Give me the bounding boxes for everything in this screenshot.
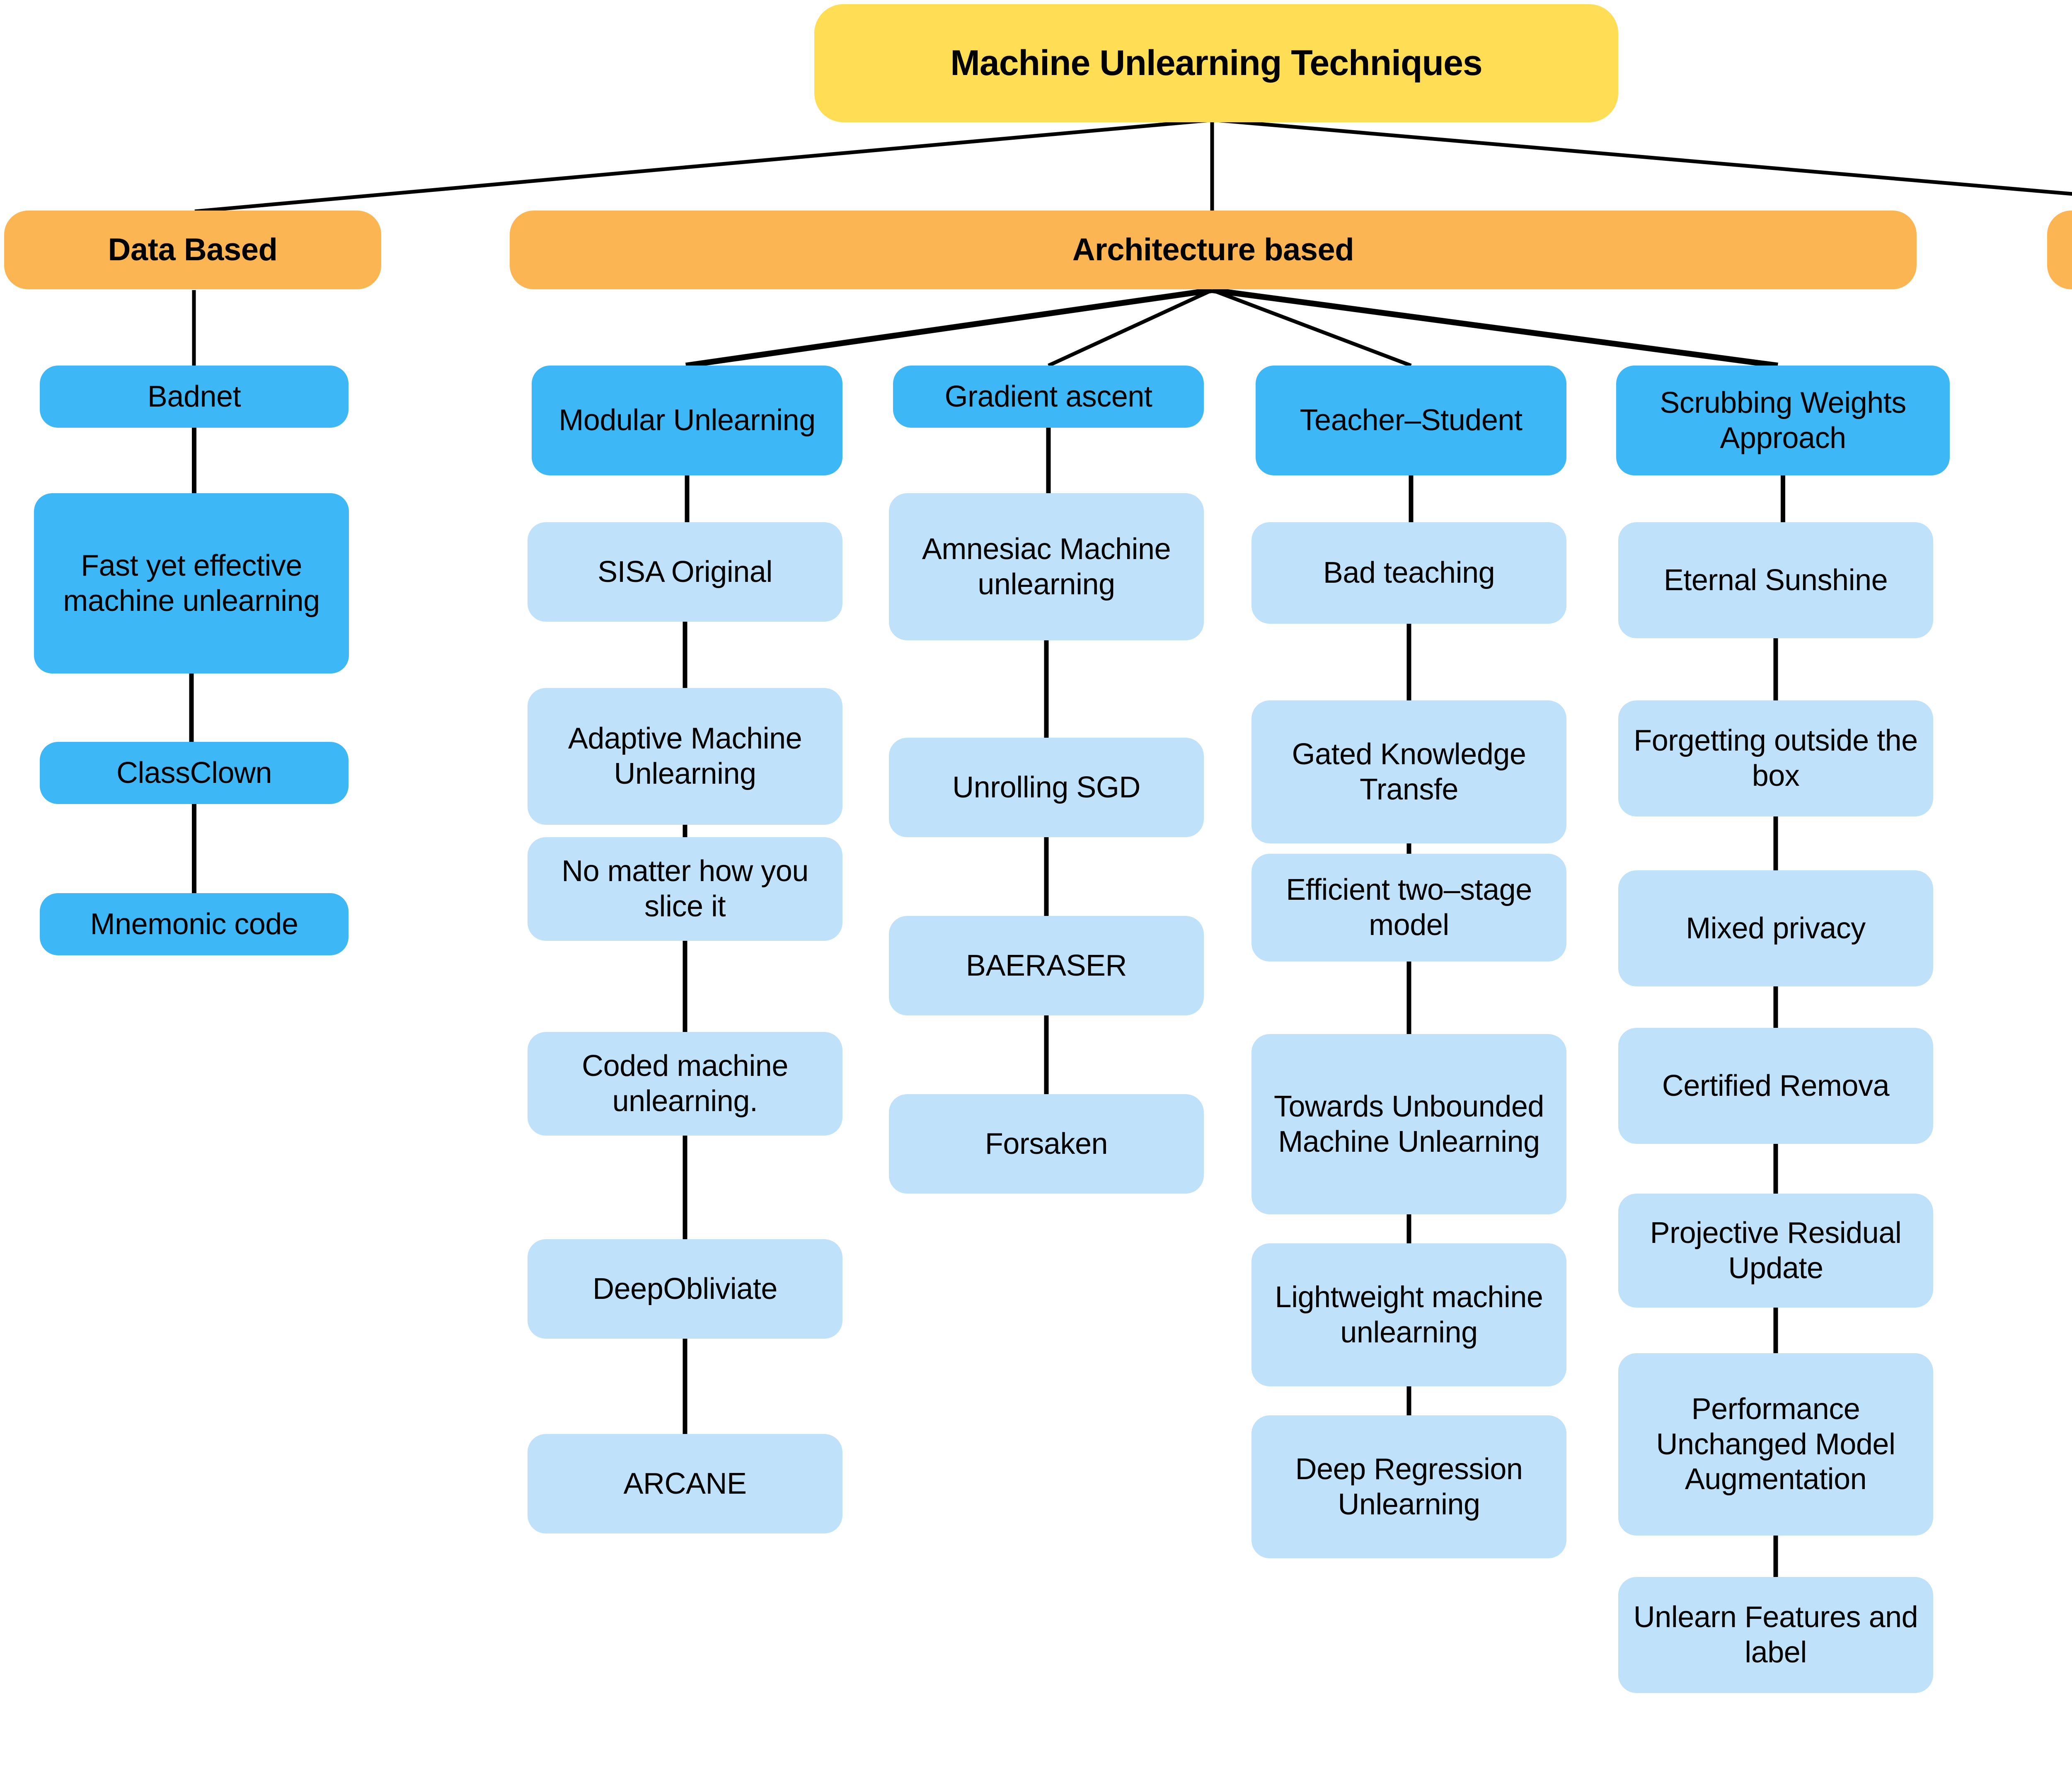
node-badnet[interactable]: Badnet <box>40 366 349 428</box>
group-scrubbing-weights-approach[interactable]: Scrubbing Weights Approach <box>1616 366 1950 475</box>
node-bad-teaching[interactable]: Bad teaching <box>1251 522 1566 624</box>
node-forgetting-outside-the-box-label: Forgetting outside the box <box>1634 724 1918 792</box>
branch-data-based[interactable]: Data Based <box>4 211 381 289</box>
node-certified-remova[interactable]: Certified Remova <box>1618 1028 1933 1144</box>
node-adaptive-machine-unlearning[interactable]: Adaptive Machine Unlearning <box>528 688 842 825</box>
edge-arch-to-gradient <box>1048 288 1213 368</box>
node-coded-machine-unlearning-label: Coded machine unlearning. <box>582 1049 788 1118</box>
node-deepobliviate[interactable]: DeepObliviate <box>528 1239 842 1339</box>
node-baeraser[interactable]: BAERASER <box>889 916 1204 1015</box>
root-label: Machine Unlearning Techniques <box>950 43 1483 83</box>
node-arcane[interactable]: ARCANE <box>528 1434 842 1533</box>
branch-architecture-based[interactable]: Architecture based <box>510 211 1917 289</box>
node-mnemonic-code[interactable]: Mnemonic code <box>40 893 349 955</box>
group-modular-unlearning[interactable]: Modular Unlearning <box>532 366 842 475</box>
node-adaptive-machine-unlearning-label: Adaptive Machine Unlearning <box>568 722 802 790</box>
node-towards-unbounded-machine-unlearning[interactable]: Towards Unbounded Machine Unlearning <box>1251 1034 1566 1214</box>
node-lightweight-machine-unlearning-label: Lightweight machine unlearning <box>1275 1280 1543 1349</box>
node-forsaken[interactable]: Forsaken <box>889 1094 1204 1194</box>
node-mixed-privacy[interactable]: Mixed privacy <box>1618 870 1933 986</box>
group-gradient-ascent-label: Gradient ascent <box>944 380 1152 413</box>
node-towards-unbounded-machine-unlearning-label: Towards Unbounded Machine Unlearning <box>1274 1090 1544 1158</box>
node-efficient-two-stage-model[interactable]: Efficient two–stage model <box>1251 854 1566 962</box>
node-coded-machine-unlearning[interactable]: Coded machine unlearning. <box>528 1032 842 1136</box>
node-badnet-label: Badnet <box>147 380 241 413</box>
node-amnesiac-machine-unlearning-label: Amnesiac Machine unlearning <box>922 532 1171 601</box>
node-performance-unchanged-model-augmentation[interactable]: Performance Unchanged Model Augmentation <box>1618 1353 1933 1536</box>
node-forgetting-outside-the-box[interactable]: Forgetting outside the box <box>1618 700 1933 816</box>
node-performance-unchanged-model-augmentation-label: Performance Unchanged Model Augmentation <box>1656 1392 1895 1496</box>
node-eternal-sunshine[interactable]: Eternal Sunshine <box>1618 522 1933 638</box>
node-fast-yet-effective-label: Fast yet effective machine unlearning <box>63 549 320 618</box>
node-lightweight-machine-unlearning[interactable]: Lightweight machine unlearning <box>1251 1243 1566 1386</box>
node-classclown-label: ClassClown <box>116 756 272 790</box>
edge-arch-to-modular <box>685 287 1213 368</box>
node-deep-regression-unlearning[interactable]: Deep Regression Unlearning <box>1251 1415 1566 1558</box>
edge-root-to-data-based <box>194 118 1210 213</box>
node-gated-knowledge-transfe-label: Gated Knowledge Transfe <box>1292 737 1526 806</box>
node-arcane-label: ARCANE <box>623 1467 747 1500</box>
node-projective-residual-update[interactable]: Projective Residual Update <box>1618 1194 1933 1308</box>
node-forsaken-label: Forsaken <box>985 1127 1108 1160</box>
node-unrolling-sgd[interactable]: Unrolling SGD <box>889 738 1204 837</box>
edge-arch-to-teacher <box>1211 288 1412 368</box>
node-deepobliviate-label: DeepObliviate <box>593 1272 777 1306</box>
branch-federated-unlearning-label: Federated unlearning <box>2053 231 2072 269</box>
node-gated-knowledge-transfe[interactable]: Gated Knowledge Transfe <box>1251 700 1566 843</box>
node-mixed-privacy-label: Mixed privacy <box>1686 911 1866 945</box>
group-gradient-ascent[interactable]: Gradient ascent <box>893 366 1204 428</box>
node-efficient-two-stage-model-label: Efficient two–stage model <box>1286 873 1532 942</box>
node-deep-regression-unlearning-label: Deep Regression Unlearning <box>1295 1452 1523 1521</box>
branch-data-based-label: Data Based <box>108 232 278 268</box>
node-eternal-sunshine-label: Eternal Sunshine <box>1663 563 1888 597</box>
node-no-matter-how-you-slice-it-label: No matter how you slice it <box>562 855 808 923</box>
group-teacher-student[interactable]: Teacher–Student <box>1256 366 1566 475</box>
node-sisa-original-label: SISA Original <box>598 555 772 589</box>
group-scrubbing-weights-approach-label: Scrubbing Weights Approach <box>1660 386 1906 455</box>
edge-arch-to-scrubbing <box>1212 287 1778 368</box>
node-fast-yet-effective[interactable]: Fast yet effective machine unlearning <box>34 493 349 673</box>
node-amnesiac-machine-unlearning[interactable]: Amnesiac Machine unlearning <box>889 493 1204 640</box>
node-bad-teaching-label: Bad teaching <box>1323 556 1495 590</box>
branch-architecture-based-label: Architecture based <box>1072 232 1354 268</box>
node-classclown[interactable]: ClassClown <box>40 742 349 804</box>
node-unlearn-features-and-label-label: Unlearn Features and label <box>1633 1601 1918 1669</box>
node-certified-remova-label: Certified Remova <box>1662 1069 1890 1102</box>
node-mnemonic-code-label: Mnemonic code <box>90 907 298 941</box>
root-node[interactable]: Machine Unlearning Techniques <box>814 4 1618 122</box>
node-unrolling-sgd-label: Unrolling SGD <box>952 770 1140 804</box>
edge-root-to-federated <box>1216 118 2072 196</box>
group-modular-unlearning-label: Modular Unlearning <box>559 404 816 437</box>
branch-federated-unlearning[interactable]: Federated unlearning <box>2047 211 2072 289</box>
node-sisa-original[interactable]: SISA Original <box>528 522 842 622</box>
node-baeraser-label: BAERASER <box>966 949 1127 982</box>
node-projective-residual-update-label: Projective Residual Update <box>1650 1216 1902 1285</box>
node-unlearn-features-and-label[interactable]: Unlearn Features and label <box>1618 1577 1933 1693</box>
group-teacher-student-label: Teacher–Student <box>1300 404 1523 437</box>
node-no-matter-how-you-slice-it[interactable]: No matter how you slice it <box>528 837 842 941</box>
